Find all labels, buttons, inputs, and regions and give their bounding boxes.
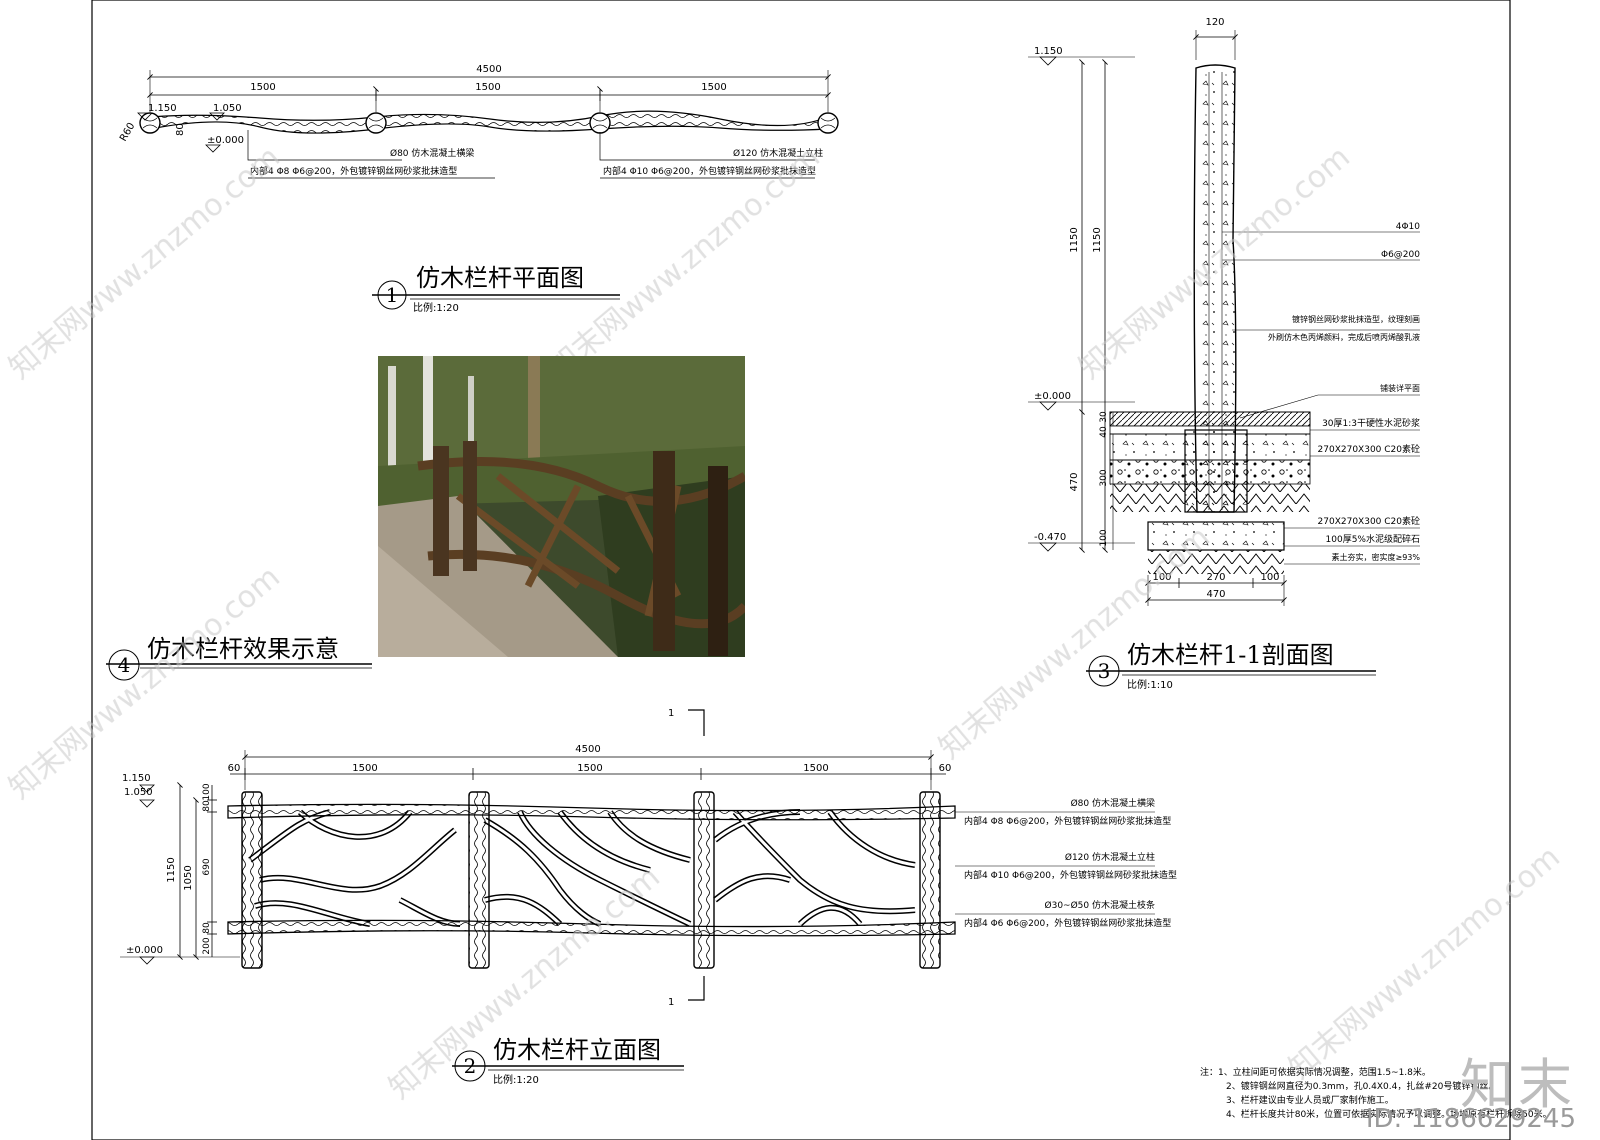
plan-dim-span: 1500: [475, 82, 500, 93]
section-bottom-dim: 100: [1152, 572, 1171, 583]
elev-dim-60r: 60: [939, 763, 952, 774]
plan-dim-span: 1500: [250, 82, 275, 93]
photo-title-number: 4: [118, 653, 131, 677]
plan-scale: 比例:1:20: [413, 301, 459, 314]
plan-d80: 80: [175, 123, 186, 136]
elev-v-1050: 1050: [183, 865, 194, 890]
section-dim-470: 470: [1069, 472, 1080, 491]
section-label: Φ6@200: [1381, 250, 1420, 260]
section-dim-100: 100: [1099, 529, 1109, 546]
elev-note: Ø80 仿木混凝土横梁: [1071, 797, 1155, 809]
plan-title: 仿木栏杆平面图: [416, 264, 584, 292]
sheet-frame: [91, 0, 1511, 1140]
section-label: 镀锌钢丝网砂浆批抹造型，纹理刻画: [1292, 314, 1420, 324]
plan-note-left-1: Ø80 仿木混凝土横梁: [390, 147, 474, 159]
watermark-text: 知末网www.znzmo.com: [3, 140, 287, 386]
photo-caption: 4 仿木栏杆效果示意: [106, 635, 372, 681]
note-item: 注：1、立柱间距可依据实际情况调整，范围1.5~1.8米。: [1200, 1068, 1431, 1078]
elev-scale: 比例:1:20: [493, 1073, 539, 1086]
section-label: 素土夯实，密实度≥93%: [1332, 552, 1421, 562]
section-title: 仿木栏杆1-1剖面图: [1127, 641, 1334, 669]
section-elev-bot: -0.470: [1034, 532, 1066, 543]
section-dim-300: 300: [1099, 469, 1109, 486]
elev-dim-span: 1500: [352, 763, 377, 774]
watermark-layer: 知末网www.znzmo.com 知末网www.znzmo.com 知末网www…: [3, 140, 1567, 1106]
plan-elev-1: 1.150: [148, 103, 177, 114]
elev-v-dim: 100: [202, 783, 212, 800]
section-elev-top: 1.150: [1034, 46, 1063, 57]
section-bottom-dim: 270: [1206, 572, 1225, 583]
elev-note: Ø30~Ø50 仿木混凝土枝条: [1045, 899, 1155, 911]
elev-title: 仿木栏杆立面图: [493, 1036, 661, 1064]
elev-cut-mark-bottom: 1: [668, 997, 674, 1008]
section-bottom-dim: 100: [1260, 572, 1279, 583]
note-item: 4、栏杆长度共计80米，位置可依据实际情况予以调整。场地原有栏杆拆除50米。: [1226, 1110, 1552, 1120]
elev-note: 内部4 Φ6 Φ6@200，外包镀锌钢丝网砂浆批抹造型: [964, 917, 1171, 929]
elev-dim-span: 1500: [803, 763, 828, 774]
plan-dim-span: 1500: [701, 82, 726, 93]
elevation-view: 1 1 4500 1500 1500 1500 60 60 1.150 1.05…: [120, 708, 1177, 1086]
elev-v-1150: 1150: [166, 857, 177, 882]
elev-note: 内部4 Φ10 Φ6@200，外包镀锌钢丝网砂浆批抹造型: [964, 869, 1177, 881]
section-label: 铺装详平面: [1380, 383, 1420, 393]
plan-elev-2: 1.050: [213, 103, 242, 114]
watermark-brand: 知末: [1460, 1053, 1576, 1116]
section-view: 120 1.150 ±0.000 -0.470 1150 1150 470 30…: [1028, 17, 1420, 691]
general-notes: 注：1、立柱间距可依据实际情况调整，范围1.5~1.8米。 2、镀锌钢丝网直径为…: [1200, 1066, 1590, 1122]
section-label: 270X270X300 C20素砼: [1318, 515, 1420, 527]
section-dim-1150a: 1150: [1069, 227, 1080, 252]
section-label: 30厚1:3干硬性水泥砂浆: [1322, 417, 1420, 429]
elev-v-dim: 690: [202, 858, 212, 875]
section-dim-30: 30: [1099, 411, 1109, 423]
elev-dim-total: 4500: [575, 744, 600, 755]
plan-r60: R60: [118, 121, 137, 144]
elev-dim-span: 1500: [577, 763, 602, 774]
plan-note-right-2: 内部4 Φ10 Φ6@200，外包镀锌钢丝网砂浆批抹造型: [603, 165, 816, 177]
watermark-id: ID: 1186629245: [1365, 1104, 1576, 1134]
elev-v-dim: 80: [202, 800, 212, 812]
elev-v-dim: 200: [202, 937, 212, 954]
elev-cut-mark-top: 1: [668, 708, 674, 719]
plan-dim-total: 4500: [476, 64, 501, 75]
plan-note-right-1: Ø120 仿木混凝土立柱: [733, 147, 823, 159]
elev-dim-60l: 60: [228, 763, 241, 774]
elev-elev-2: 1.050: [124, 787, 153, 798]
elev-elev-top: 1.150: [122, 773, 151, 784]
plan-view: 4500 1500 1500 1500 1.150 1.050 ±0.000 R…: [118, 64, 839, 314]
note-item: 3、栏杆建议由专业人员或厂家制作施工。: [1226, 1096, 1394, 1106]
elev-note: 内部4 Φ8 Φ6@200，外包镀锌钢丝网砂浆批抹造型: [964, 815, 1171, 827]
section-label: 4Φ10: [1396, 222, 1421, 232]
section-bottom-total: 470: [1206, 589, 1225, 600]
note-item: 2、镀锌钢丝网直径为0.3mm，孔0.4X0.4，扎丝#20号镀锌钢丝。: [1226, 1082, 1498, 1092]
plan-elev-0: ±0.000: [207, 135, 244, 146]
watermark-text: 知末网www.znzmo.com: [3, 560, 287, 806]
elev-v-dim: 80: [202, 922, 212, 934]
section-label: 外刷仿木色丙烯颜料，完成后喷丙烯酸乳液: [1268, 332, 1420, 342]
photo-title: 仿木栏杆效果示意: [147, 635, 339, 663]
section-label: 270X270X300 C20素砼: [1318, 443, 1420, 455]
section-top-dim: 120: [1205, 17, 1224, 28]
plan-note-left-2: 内部4 Φ8 Φ6@200，外包镀锌钢丝网砂浆批抹造型: [250, 165, 457, 177]
elev-note: Ø120 仿木混凝土立柱: [1065, 851, 1155, 863]
section-label: 100厚5%水泥级配碎石: [1326, 533, 1420, 545]
section-dim-40: 40: [1099, 426, 1109, 438]
section-elev-0: ±0.000: [1034, 391, 1071, 402]
elev-elev-0: ±0.000: [126, 945, 163, 956]
section-dim-1150b: 1150: [1092, 227, 1103, 252]
section-scale: 比例:1:10: [1127, 678, 1173, 691]
effect-photo: [378, 356, 745, 657]
